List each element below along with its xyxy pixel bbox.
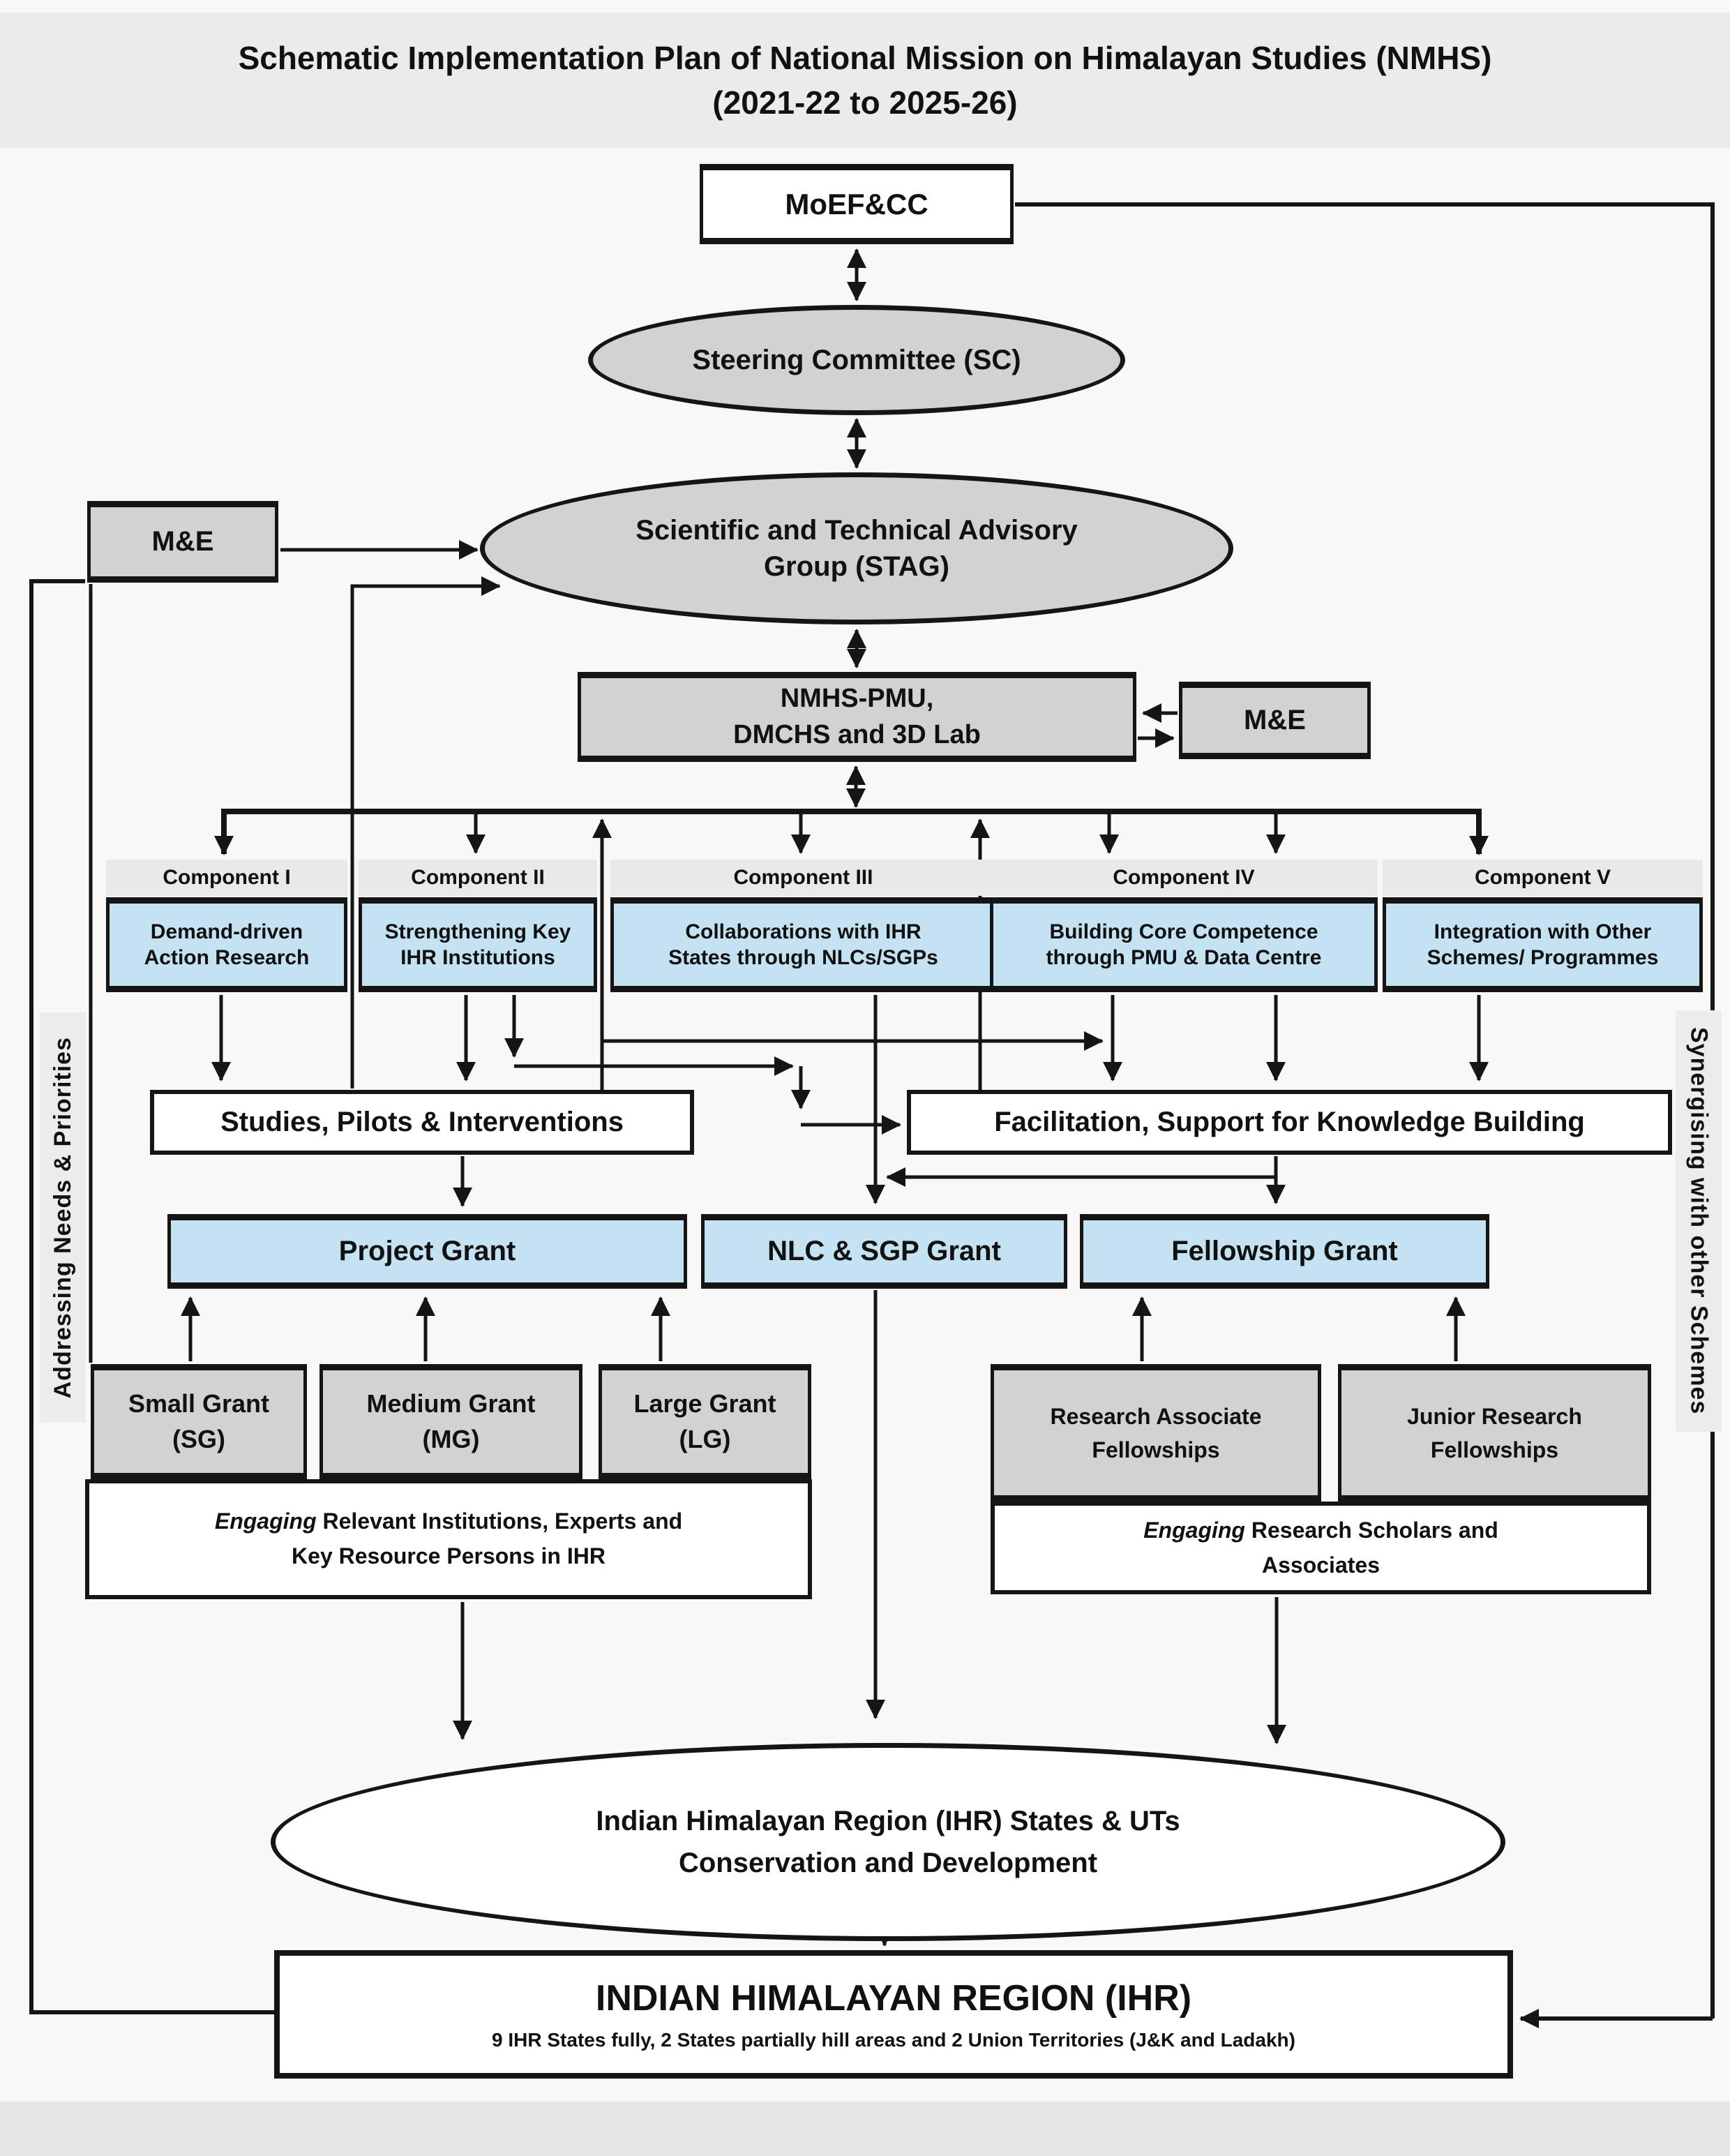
junior-research-box: Junior Research Fellowships <box>1338 1364 1651 1502</box>
node-me-right: M&E <box>1179 682 1371 759</box>
engaging-institutions-line2: Key Resource Persons in IHR <box>292 1543 606 1569</box>
diagram-subtitle: (2021-22 to 2025-26) <box>712 84 1018 121</box>
medium-grant-box: Medium Grant (MG) <box>319 1364 582 1479</box>
left-side-label-text: Addressing Needs & Priorities <box>49 1036 76 1399</box>
component-1-line1: Demand-driven <box>150 920 303 943</box>
component-3-line1: Collaborations with IHR <box>685 920 922 943</box>
medium-grant-line2: (MG) <box>422 1424 480 1453</box>
steering-committee-label: Steering Committee (SC) <box>692 344 1021 375</box>
large-grant-line1: Large Grant <box>633 1389 776 1418</box>
node-me-left: M&E <box>87 501 278 583</box>
component-4-box: Building Core Competence through PMU & D… <box>990 897 1378 992</box>
component-2-box: Strengthening Key IHR Institutions <box>359 897 597 992</box>
studies-box: Studies, Pilots & Interventions <box>150 1090 694 1155</box>
facilitation-box: Facilitation, Support for Knowledge Buil… <box>907 1090 1672 1155</box>
engaging-word-italic: Engaging <box>214 1509 317 1534</box>
region-ellipse-line1: Indian Himalayan Region (IHR) States & U… <box>596 1806 1180 1836</box>
small-grant-box: Small Grant (SG) <box>91 1364 307 1479</box>
node-moefcc: MoEF&CC <box>700 164 1014 244</box>
large-grant-box: Large Grant (LG) <box>599 1364 811 1479</box>
component-2-header-label: Component II <box>411 866 545 889</box>
fellowship-grant-label: Fellowship Grant <box>1171 1236 1398 1266</box>
ihr-subtitle: 9 IHR States fully, 2 States partially h… <box>492 2029 1295 2051</box>
component-4-line1: Building Core Competence <box>1049 920 1318 943</box>
engaging-scholars-box: Engaging Research Scholars and Associate… <box>991 1502 1651 1594</box>
engaging-scholars-rest: Research Scholars and <box>1251 1517 1498 1543</box>
stag-label-line1: Scientific and Technical Advisory <box>635 515 1078 546</box>
left-side-label: Addressing Needs & Priorities <box>40 1012 86 1423</box>
component-3-header-label: Component III <box>733 866 873 889</box>
engaging-scholars-line1: Engaging Research Scholars and <box>1143 1513 1498 1548</box>
engaging-institutions-rest: Relevant Institutions, Experts and <box>322 1509 683 1534</box>
component-1-line2: Action Research <box>144 946 310 969</box>
engaging-institutions-line1: Engaging Relevant Institutions, Experts … <box>215 1504 682 1539</box>
research-associate-line1: Research Associate <box>1050 1403 1262 1429</box>
component-5-header-label: Component V <box>1475 866 1611 889</box>
component-5-box: Integration with Other Schemes/ Programm… <box>1383 897 1703 992</box>
project-grant-label: Project Grant <box>338 1236 516 1266</box>
component-1-header: Component I <box>106 860 347 896</box>
small-grant-line1: Small Grant <box>128 1389 270 1418</box>
node-stag: Scientific and Technical Advisory Group … <box>480 472 1233 624</box>
component-2-header: Component II <box>359 860 597 896</box>
bottom-band <box>0 2102 1730 2156</box>
junior-research-line2: Fellowships <box>1430 1437 1559 1462</box>
engaging-word-italic-2: Engaging <box>1143 1517 1245 1543</box>
moefcc-label: MoEF&CC <box>785 187 928 220</box>
nlc-sgp-grant-box: NLC & SGP Grant <box>701 1214 1067 1289</box>
research-associate-box: Research Associate Fellowships <box>991 1364 1321 1502</box>
ihr-box: INDIAN HIMALAYAN REGION (IHR) 9 IHR Stat… <box>274 1950 1513 2079</box>
component-5-header: Component V <box>1383 860 1703 896</box>
component-4-line2: through PMU & Data Centre <box>1046 946 1322 969</box>
component-1-box: Demand-driven Action Research <box>106 897 347 992</box>
engaging-institutions-box: Engaging Relevant Institutions, Experts … <box>85 1479 812 1599</box>
pmu-label-line2: DMCHS and 3D Lab <box>733 719 981 749</box>
component-3-box: Collaborations with IHR States through N… <box>610 897 996 992</box>
large-grant-line2: (LG) <box>679 1424 731 1453</box>
research-associate-line2: Fellowships <box>1092 1437 1220 1462</box>
component-5-line2: Schemes/ Programmes <box>1427 946 1659 969</box>
pmu-label-line1: NMHS-PMU, <box>780 684 934 714</box>
project-grant-box: Project Grant <box>167 1214 687 1289</box>
facilitation-label: Facilitation, Support for Knowledge Buil… <box>994 1107 1585 1137</box>
title-band: Schematic Implementation Plan of Nationa… <box>0 13 1730 148</box>
region-ellipse-line2: Conservation and Development <box>678 1848 1098 1878</box>
junior-research-line1: Junior Research <box>1407 1403 1582 1429</box>
component-3-header: Component III <box>610 860 996 896</box>
right-side-label-text: Synergising with other Schemes <box>1685 1027 1713 1415</box>
stag-label-line2: Group (STAG) <box>764 551 949 582</box>
studies-label: Studies, Pilots & Interventions <box>220 1107 624 1137</box>
small-grant-line2: (SG) <box>172 1424 225 1453</box>
region-ellipse: Indian Himalayan Region (IHR) States & U… <box>271 1743 1505 1941</box>
engaging-scholars-line2: Associates <box>1262 1552 1380 1578</box>
component-1-header-label: Component I <box>163 866 291 889</box>
component-3-line2: States through NLCs/SGPs <box>668 946 938 969</box>
medium-grant-line1: Medium Grant <box>366 1389 536 1418</box>
nlc-sgp-grant-label: NLC & SGP Grant <box>767 1236 1001 1266</box>
component-4-header: Component IV <box>990 860 1378 896</box>
component-2-line2: IHR Institutions <box>400 946 555 969</box>
component-5-line1: Integration with Other <box>1434 920 1652 943</box>
component-4-header-label: Component IV <box>1113 866 1255 889</box>
me-left-label: M&E <box>151 526 214 557</box>
ihr-title: INDIAN HIMALAYAN REGION (IHR) <box>595 1978 1192 2019</box>
right-side-label: Synergising with other Schemes <box>1676 1010 1722 1432</box>
node-pmu: NMHS-PMU, DMCHS and 3D Lab <box>578 672 1136 762</box>
node-steering-committee: Steering Committee (SC) <box>588 305 1125 415</box>
diagram-title: Schematic Implementation Plan of Nationa… <box>238 40 1492 76</box>
component-2-line1: Strengthening Key <box>384 920 571 943</box>
fellowship-grant-box: Fellowship Grant <box>1080 1214 1489 1289</box>
me-right-label: M&E <box>1244 705 1306 735</box>
